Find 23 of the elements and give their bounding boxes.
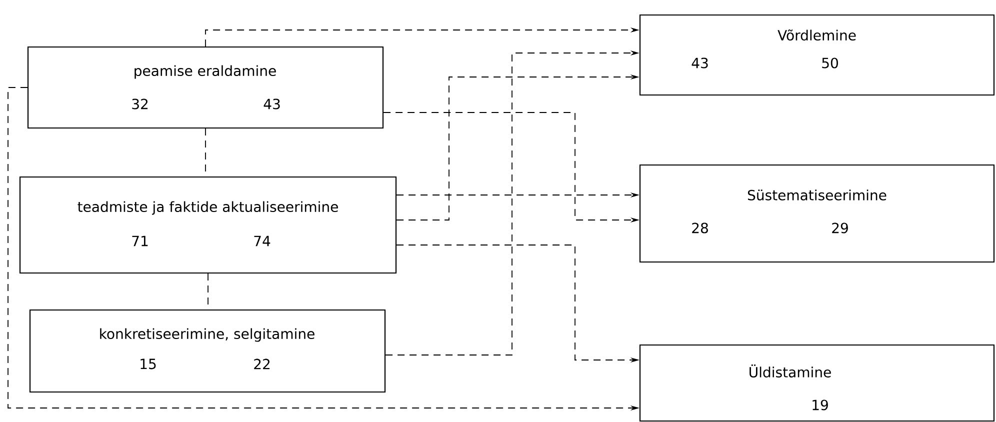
box-title: Üldistamine [750,364,831,378]
number-label: 28 [692,222,708,234]
box-title: Süstematiseerimine [748,190,886,200]
number-label: 43 [692,58,708,68]
process-box [29,309,386,393]
number-label: 19 [812,400,828,410]
number-label: 50 [822,58,838,68]
process-box [639,14,995,96]
number-label: 43 [264,98,280,110]
process-box [639,164,995,263]
number-label: 74 [254,236,270,246]
number-label: 32 [132,98,148,110]
number-label: 71 [132,236,148,246]
process-box [19,176,397,274]
box-title: Võrdlemine [778,29,856,41]
number-label: 29 [832,222,848,234]
number-label: 15 [140,358,156,370]
number-label: 22 [254,358,270,370]
box-title: peamise eraldamine [134,65,276,79]
box-title: konkretiseerimine, selgitamine [100,328,314,342]
box-title: teadmiste ja faktide aktualiseerimine [78,201,338,215]
process-box [639,344,995,422]
process-box [27,46,384,129]
